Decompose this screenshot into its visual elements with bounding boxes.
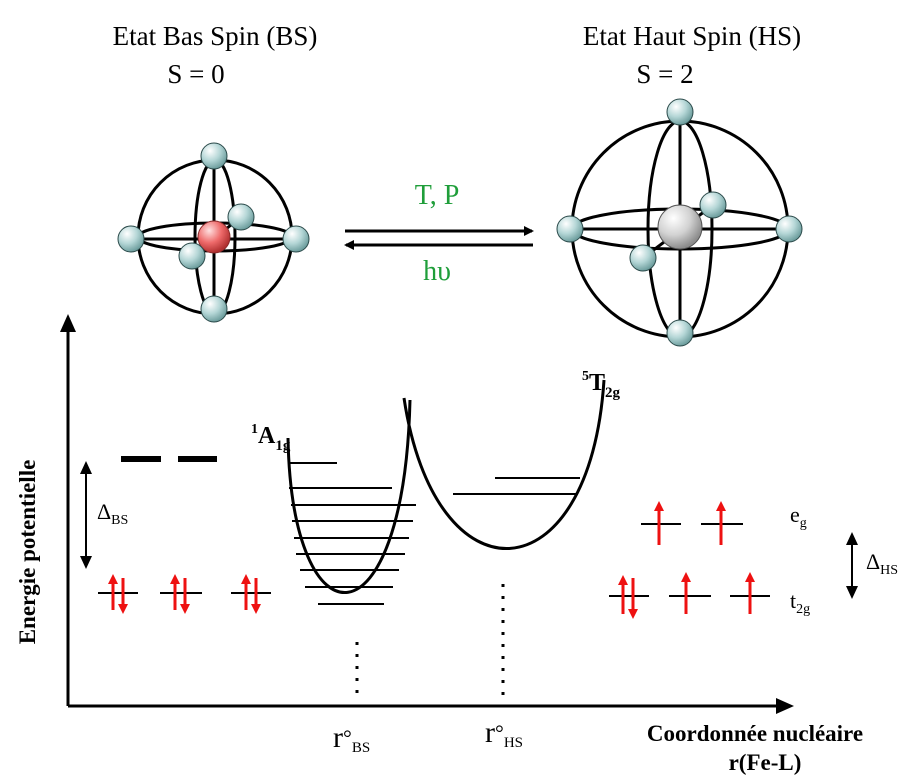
ligand-atom-right (775, 215, 803, 243)
electron-spins (108, 501, 755, 619)
metal-atom-low-spin (197, 220, 231, 254)
ligand-atom-top (200, 142, 228, 170)
equilibrium-distance-markers (355, 584, 505, 700)
ligand-atom-bottom (666, 319, 694, 347)
ligand-atom-front (629, 244, 657, 272)
metal-atom-high-spin (657, 204, 703, 250)
low-spin-title: Etat Bas Spin (BS) (113, 21, 318, 51)
ligand-atom-right (282, 225, 310, 253)
potential-wells (286, 379, 606, 594)
equilibrium-arrows (344, 226, 534, 250)
delta-bs-arrowhead-up (80, 461, 92, 474)
x-axis-label-line2: r(Fe-L) (729, 750, 802, 775)
high-spin-well-curve (402, 379, 606, 550)
y-axis-arrowhead (60, 314, 76, 332)
delta-bs-label: ΔBS (97, 499, 128, 528)
x-axis-label-line1: Coordonnée nucléaire (647, 721, 863, 746)
delta-hs-arrowhead-down (846, 586, 858, 599)
low-spin-vibrational-levels (289, 462, 416, 605)
high-spin-vibrational-levels (453, 477, 580, 495)
delta-hs-label: ΔHS (866, 549, 898, 578)
x-axis-arrowhead (776, 698, 794, 714)
term-symbol-1a1g: 1A1g (251, 422, 291, 454)
ligand-atom-bottom (200, 295, 228, 323)
forward-condition-label: T, P (415, 180, 460, 211)
delta-bs-arrowhead-down (80, 556, 92, 569)
r-hs-label: r°HS (485, 716, 523, 751)
term-symbol-5t2g: 5T2g (582, 369, 621, 401)
ligand-atom-front (178, 242, 206, 270)
high-spin-spin-value: S = 2 (636, 59, 693, 89)
t2g-label: t2g (790, 588, 810, 617)
delta-hs-arrowhead-up (846, 532, 858, 545)
low-spin-atoms (117, 142, 310, 323)
eg-label: eg (790, 502, 807, 531)
low-spin-well-curve (286, 399, 412, 594)
high-spin-title: Etat Haut Spin (HS) (583, 21, 801, 51)
high-spin-atoms (556, 98, 803, 347)
ligand-atom-left (117, 225, 145, 253)
r-bs-label: r°BS (333, 721, 370, 756)
low-spin-orbitals (80, 456, 271, 594)
ligand-atom-back (699, 191, 727, 219)
y-axis-label: Energie potentielle (15, 460, 40, 645)
axes (60, 314, 794, 714)
ligand-atom-back (227, 203, 255, 231)
low-spin-spin-value: S = 0 (167, 59, 224, 89)
ligand-atom-left (556, 215, 584, 243)
reverse-condition-label: hυ (423, 256, 451, 287)
high-spin-orbitals (609, 523, 858, 599)
ligand-atom-top (666, 98, 694, 126)
